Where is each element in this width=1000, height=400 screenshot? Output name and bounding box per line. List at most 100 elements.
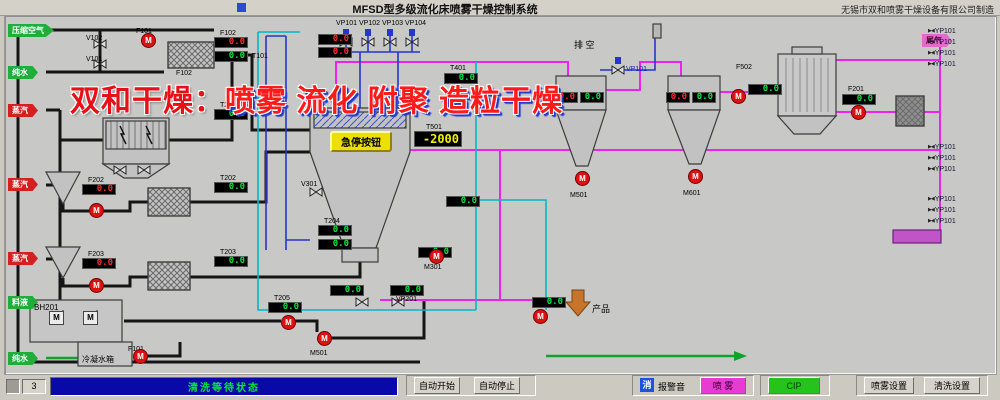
- page-title: MFSD型多级流化床喷雾干燥控制系统: [352, 4, 538, 16]
- display-value: 0.0: [762, 84, 779, 94]
- valve-YP101[interactable]: ▶◀YP101: [928, 50, 956, 57]
- tag-V102: V102: [86, 35, 103, 42]
- valve-YP101[interactable]: ▶◀YP101: [928, 61, 956, 68]
- tag-冷凝水箱: 冷凝水箱: [82, 355, 114, 364]
- display-value: 0.0: [228, 51, 245, 61]
- valve-YP101[interactable]: ▶◀YP101: [928, 166, 956, 173]
- valve-YP101[interactable]: ▶◀YP101: [928, 196, 956, 203]
- pump-motor-icon[interactable]: M: [575, 171, 590, 186]
- pump-motor-icon[interactable]: M: [317, 331, 332, 346]
- tag-F101: F101: [136, 28, 152, 35]
- feed-arrow-蒸汽: 蒸汽: [8, 252, 38, 265]
- toolbar-group-cip: [760, 375, 830, 396]
- valve-YP101[interactable]: ▶◀YP101: [928, 144, 956, 151]
- page-counter: 3: [22, 379, 46, 394]
- display-value: 0.0: [228, 182, 245, 192]
- manufacturer-label: 无锡市双和喷雾干燥设备有限公司制造: [840, 5, 994, 15]
- display-value: 0.0: [332, 225, 349, 235]
- weight-value: -2000: [422, 132, 459, 146]
- valve-YP101[interactable]: ▶◀YP101: [928, 155, 956, 162]
- pump-motor-icon[interactable]: M: [851, 105, 866, 120]
- display-value: 0.0: [460, 196, 477, 206]
- tag-VP201: VP201: [396, 296, 418, 303]
- tag-M301: M301: [424, 264, 442, 271]
- auto-start-button[interactable]: 自动开始: [414, 377, 460, 394]
- display-T204: 0.0: [318, 225, 352, 236]
- display-value: 0.0: [332, 34, 349, 44]
- tag-T203: T203: [220, 249, 236, 256]
- valve-label: YP101: [934, 50, 956, 57]
- display-T202: 0.0: [214, 182, 248, 193]
- feed-arrow-纯水: 纯水: [8, 352, 38, 365]
- tag-M601: M601: [683, 190, 701, 197]
- tag-M501: M501: [310, 350, 328, 357]
- cleaning-settings-button[interactable]: 清洗设置: [924, 377, 980, 394]
- pump-motor-icon[interactable]: M: [89, 278, 104, 293]
- tag-F201: F201: [848, 86, 864, 93]
- valve-icon: ▶◀: [928, 61, 935, 67]
- display: 0.0: [318, 34, 352, 45]
- display-value: 0.0: [228, 256, 245, 266]
- display-T203: 0.0: [214, 256, 248, 267]
- tag-VP101: VP101: [626, 66, 648, 73]
- display-value: 0.0: [696, 92, 713, 102]
- valve-label: YP101: [934, 144, 956, 151]
- valve-YP101[interactable]: ▶◀YP101: [928, 28, 956, 35]
- display-value: 0.0: [332, 47, 349, 57]
- emergency-stop-button[interactable]: 急停按钮: [330, 131, 392, 152]
- display-T401: 0.0: [444, 73, 478, 84]
- pump-motor-icon[interactable]: M: [281, 315, 296, 330]
- tag-VP101: VP101: [336, 20, 358, 27]
- pump-motor-icon[interactable]: M: [429, 249, 444, 264]
- display: 0.0: [666, 92, 690, 103]
- display-value: 0.0: [558, 92, 575, 102]
- auto-stop-button[interactable]: 自动停止: [474, 377, 520, 394]
- weight-display: -2000: [414, 131, 462, 147]
- tag-VP102: VP102: [359, 20, 381, 27]
- valve-label: YP101: [934, 196, 956, 203]
- valve-label: YP101: [934, 155, 956, 162]
- toolbar-group-alarm-spray: [632, 375, 754, 396]
- display: 0.0: [446, 196, 480, 207]
- pump-motor-icon[interactable]: M: [141, 33, 156, 48]
- tag-F502: F502: [736, 64, 752, 71]
- toolbar-group-settings: [856, 375, 988, 396]
- display-value: 0.0: [228, 109, 245, 119]
- display-value: 0.0: [282, 302, 299, 312]
- tag-T501: T501: [426, 124, 442, 131]
- mute-icon: 消: [640, 378, 654, 392]
- display-value: 0.0: [670, 92, 687, 102]
- valve-icon: ▶◀: [928, 218, 935, 224]
- display-value: 0.0: [228, 37, 245, 47]
- valve-YP101[interactable]: ▶◀YP101: [928, 218, 956, 225]
- display-value: 0.0: [584, 92, 601, 102]
- feed-arrow-压缩空气: 压缩空气: [8, 24, 54, 37]
- display-F102: 0.0: [214, 37, 248, 48]
- display: 0.0: [318, 239, 352, 250]
- corner-indicator: [6, 379, 20, 394]
- spray-button[interactable]: 喷 雾: [700, 377, 746, 394]
- pump-motor-icon[interactable]: M: [89, 203, 104, 218]
- display-T101: 0.0: [214, 51, 248, 62]
- tag-V301: V301: [301, 181, 318, 188]
- tag-T101: T101: [252, 53, 268, 60]
- valve-YP101[interactable]: ▶◀YP101: [928, 39, 956, 46]
- pump-motor-icon[interactable]: M: [133, 349, 148, 364]
- spray-settings-button[interactable]: 喷雾设置: [864, 377, 914, 394]
- valve-label: YP101: [934, 166, 956, 173]
- valve-YP101[interactable]: ▶◀YP101: [928, 207, 956, 214]
- tag-T205: T205: [274, 295, 290, 302]
- display-value: 0.0: [458, 73, 475, 83]
- tag-F102: F102: [176, 70, 192, 77]
- display-value: 0.0: [856, 94, 873, 104]
- valve-icon: ▶◀: [928, 196, 935, 202]
- pump-motor-icon[interactable]: M: [731, 89, 746, 104]
- mute-alarm-button[interactable]: 消 报警音: [640, 377, 698, 394]
- valve-icon: ▶◀: [928, 28, 935, 34]
- cip-button[interactable]: CIP: [768, 377, 820, 394]
- pump-motor-icon[interactable]: M: [688, 169, 703, 184]
- pump-motor-icon[interactable]: M: [533, 309, 548, 324]
- tag-F102: F102: [220, 30, 236, 37]
